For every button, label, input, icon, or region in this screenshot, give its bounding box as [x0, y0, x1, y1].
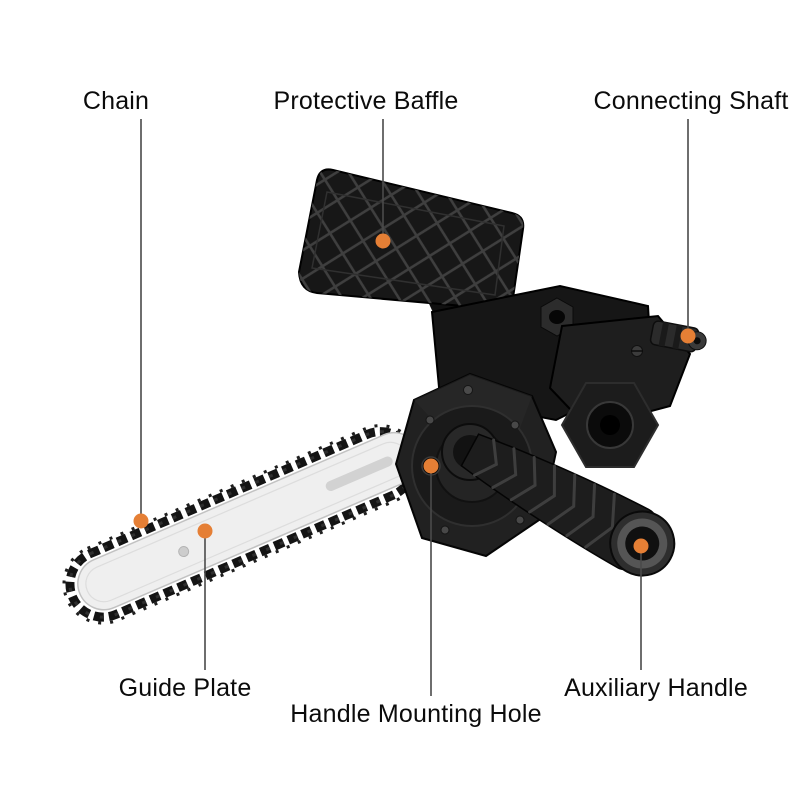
chain-highlight — [68, 430, 415, 619]
marker-dot-protective-baffle — [375, 233, 391, 249]
auxiliary-handle-art — [460, 433, 676, 577]
bolt-art — [440, 525, 450, 535]
hex-boss-art — [560, 382, 660, 468]
annotation-dots — [133, 233, 696, 554]
protective-baffle-art — [297, 168, 525, 311]
label-connecting-shaft: Connecting Shaft — [593, 87, 789, 115]
bolt-art — [463, 385, 473, 395]
marker-dot-guide-plate — [197, 523, 213, 539]
bar-slot — [325, 456, 393, 492]
label-guide-plate: Guide Plate — [118, 674, 252, 702]
label-auxiliary-handle: Auxiliary Handle — [564, 674, 748, 702]
guide-plate-art — [62, 424, 421, 625]
label-chain: Chain — [82, 87, 150, 115]
bar-rivet — [178, 546, 190, 558]
label-handle-mounting-hole: Handle Mounting Hole — [290, 700, 542, 728]
marker-dot-handle-mounting-hole — [423, 458, 439, 474]
marker-dot-auxiliary-handle — [633, 538, 649, 554]
marker-dot-chain — [133, 513, 149, 529]
bolt-art — [515, 515, 525, 525]
bolt-art — [425, 415, 435, 425]
leader-lines — [140, 119, 689, 696]
marker-dot-connecting-shaft — [680, 328, 696, 344]
bolt-art — [510, 420, 520, 430]
label-protective-baffle: Protective Baffle — [273, 87, 459, 115]
